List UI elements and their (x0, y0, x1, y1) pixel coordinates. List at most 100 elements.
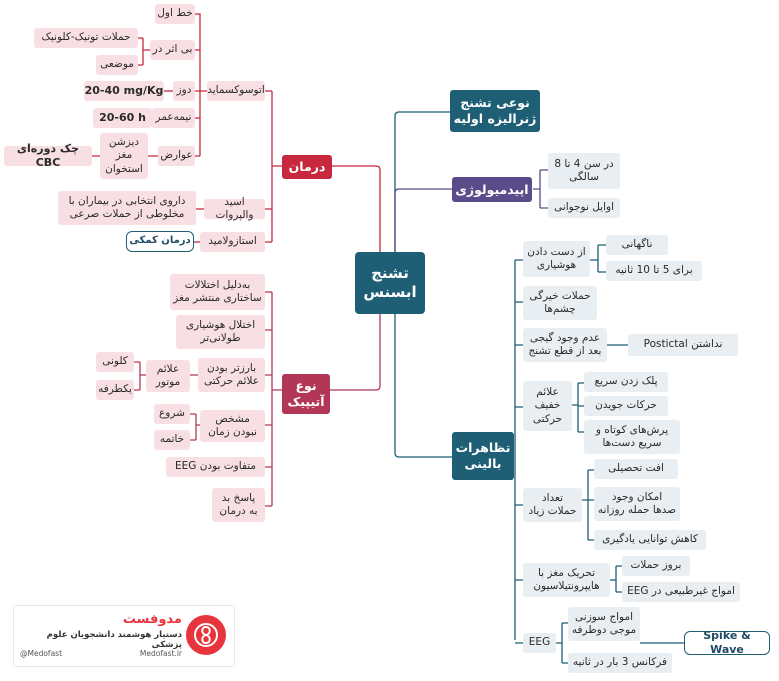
spike-wave-label: امواج سوزنی موجی دوطرفه (571, 610, 637, 636)
freq3-node: فرکانس 3 بار در ثانیه (568, 653, 672, 673)
clonic-node: کلونی (96, 352, 134, 372)
handle-web: Medofast.ir (139, 649, 182, 658)
hyperventilation-node: تحریک مغز با هایپرونتیلاسیون (523, 563, 610, 597)
no-confusion-node: عدم وجود گیجی بعد از قطع تشنج (523, 328, 607, 362)
onset-label: شروع (159, 407, 185, 420)
first-line-label: خط اول (157, 7, 193, 20)
unclear-time-node: مشخص نبودن زمان (200, 410, 265, 442)
treatment-label: درمان (288, 159, 326, 175)
atypical-node: نوع آتیپیک (282, 374, 330, 414)
attacks-label: بروز حملات (630, 559, 682, 572)
brand-handles: @Medofast Medofast.ir (20, 649, 182, 658)
acetazolamide-node: استازولامید (200, 232, 265, 252)
half-life-value-label: 20-60 h (99, 111, 146, 125)
half-life-value-node: 20-60 h (93, 108, 152, 128)
teen-node: اوایل نوجوانی (548, 198, 620, 218)
loss-label: از دست دادن هوشیاری (527, 245, 586, 271)
first-line-node: خط اول (155, 4, 195, 24)
longer-label: اختلال هوشیاری طولانی‌تر (185, 318, 256, 344)
blink-node: پلک زدن سریع (584, 372, 668, 392)
adjunct-badge: درمان کمکی (126, 231, 194, 252)
age-label: در سن 4 تا 8 سالگی (554, 157, 614, 183)
marrow-node: دیزشن مغز استخوان (100, 133, 148, 179)
brand-tagline: دستیار هوشمند دانشجویان علوم پزشکی (46, 630, 182, 650)
jerks-label: پرش‌های کوتاه و سریع دست‌ها (595, 423, 669, 449)
tonic-clonic-label: حملات تونیک-کلونیک (41, 31, 131, 44)
postictal-node: نداشتن Postictal (628, 334, 738, 356)
blank-stare-label: حملات خیرگی چشم‌ها (529, 289, 591, 315)
eeg-node: EEG (523, 633, 556, 653)
dose-value-node: 20-40 mg/Kg (84, 81, 164, 101)
chew-label: حرکات جویدن (595, 399, 657, 412)
freq3-label: فرکانس 3 بار در ثانیه (572, 656, 668, 669)
tonic-clonic-node: حملات تونیک-کلونیک (34, 28, 138, 48)
ineffective-label: بی اثر در (152, 43, 193, 56)
structural-label: به‌دلیل اختلالات ساختاری منتشر مغز (173, 278, 262, 304)
atypical-label: نوع آتیپیک (287, 378, 325, 409)
mild-motor-node: علائم خفیف حرکتی (523, 381, 572, 431)
mild-motor-label: علائم خفیف حرکتی (532, 386, 563, 425)
treatment-node: درمان (282, 155, 332, 179)
school-label: افت تحصیلی (608, 462, 664, 475)
hyperventilation-label: تحریک مغز با هایپرونتیلاسیون (533, 566, 600, 592)
ethosuximide-node: اتوسوکسماید (207, 81, 265, 101)
loss-node: از دست دادن هوشیاری (523, 241, 590, 277)
poor-response-node: پاسخ بد به درمان (212, 488, 265, 522)
unilateral-node: یکطرفه (96, 380, 134, 400)
attacks-node: بروز حملات (622, 556, 690, 576)
duration-node: برای 5 تا 10 ثانیه (606, 261, 702, 281)
frequency-node: تعداد حملات زیاد (523, 488, 582, 522)
brand-mark-icon (186, 615, 226, 655)
learning-node: کاهش توانایی یادگیری (594, 530, 706, 550)
focal-label: موضعی (100, 58, 134, 71)
center-node: تشنج ابسنس (355, 252, 425, 314)
structural-node: به‌دلیل اختلالات ساختاری منتشر مغز (170, 274, 265, 310)
handle-telegram: @Medofast (20, 649, 63, 658)
clinical-node: تظاهرات بالینی (452, 432, 514, 480)
side-effects-node: عوارض (158, 146, 195, 166)
sudden-node: ناگهانی (606, 235, 668, 255)
onset-node: شروع (154, 404, 190, 424)
brand-logo: مدوفست دستیار هوشمند دانشجویان علوم پزشک… (13, 605, 235, 667)
spike-wave-node: امواج سوزنی موجی دوطرفه (568, 607, 640, 641)
postictal-label: نداشتن Postictal (643, 338, 723, 351)
dose-label: دوز (176, 84, 192, 97)
blink-label: پلک زدن سریع (594, 375, 658, 388)
abnormal-eeg-label: امواج غیرطبیعی در EEG (627, 585, 735, 598)
motor-node: بارزتر بودن علائم حرکتی (198, 358, 265, 392)
primary-generalized-node: نوعی تشنج ژنرالیزه اولیه (450, 90, 540, 132)
longer-node: اختلال هوشیاری طولانی‌تر (176, 315, 265, 349)
teen-label: اوایل نوجوانی (554, 201, 614, 214)
valproate-node: اسید والپروات (204, 196, 265, 221)
half-life-label: نیمه‌عمر (155, 111, 192, 124)
ineffective-node: بی اثر در (150, 40, 195, 60)
cbc-node: چک دوره‌ای CBC (4, 142, 92, 169)
motor-sign-node: علائم موتور (146, 360, 190, 392)
side-effects-label: عوارض (160, 149, 193, 162)
motor-sign-label: علائم موتور (155, 362, 181, 388)
eeg-diff-node: متفاوت بودن EEG (166, 457, 265, 477)
unclear-time-label: مشخص نبودن زمان (208, 412, 257, 438)
hundreds-label: امکان وجود صدها حمله روزانه (597, 490, 677, 516)
motor-label: بارزتر بودن علائم حرکتی (204, 361, 259, 387)
abnormal-eeg-node: امواج غیرطبیعی در EEG (622, 582, 740, 602)
frequency-label: تعداد حملات زیاد (528, 491, 577, 517)
unilateral-label: یکطرفه (98, 383, 132, 396)
primary-generalized-label: نوعی تشنج ژنرالیزه اولیه (453, 95, 537, 126)
eeg-label: EEG (528, 636, 551, 649)
focal-node: موضعی (96, 55, 138, 75)
epidemiology-label: اپیدمیولوژی (455, 181, 529, 197)
eeg-diff-label: متفاوت بودن EEG (174, 460, 257, 473)
age-node: در سن 4 تا 8 سالگی (548, 153, 620, 189)
duration-label: برای 5 تا 10 ثانیه (615, 264, 693, 277)
brand-name: مدوفست (122, 612, 182, 627)
cbc-label: چک دوره‌ای CBC (16, 142, 80, 169)
learning-label: کاهش توانایی یادگیری (602, 533, 698, 546)
clinical-label: تظاهرات بالینی (455, 440, 511, 471)
marrow-label: دیزشن مغز استخوان (105, 136, 143, 175)
hundreds-node: امکان وجود صدها حمله روزانه (594, 487, 680, 521)
sudden-label: ناگهانی (621, 238, 653, 251)
no-confusion-label: عدم وجود گیجی بعد از قطع تشنج (528, 331, 602, 357)
termination-node: خاتمه (154, 430, 190, 450)
